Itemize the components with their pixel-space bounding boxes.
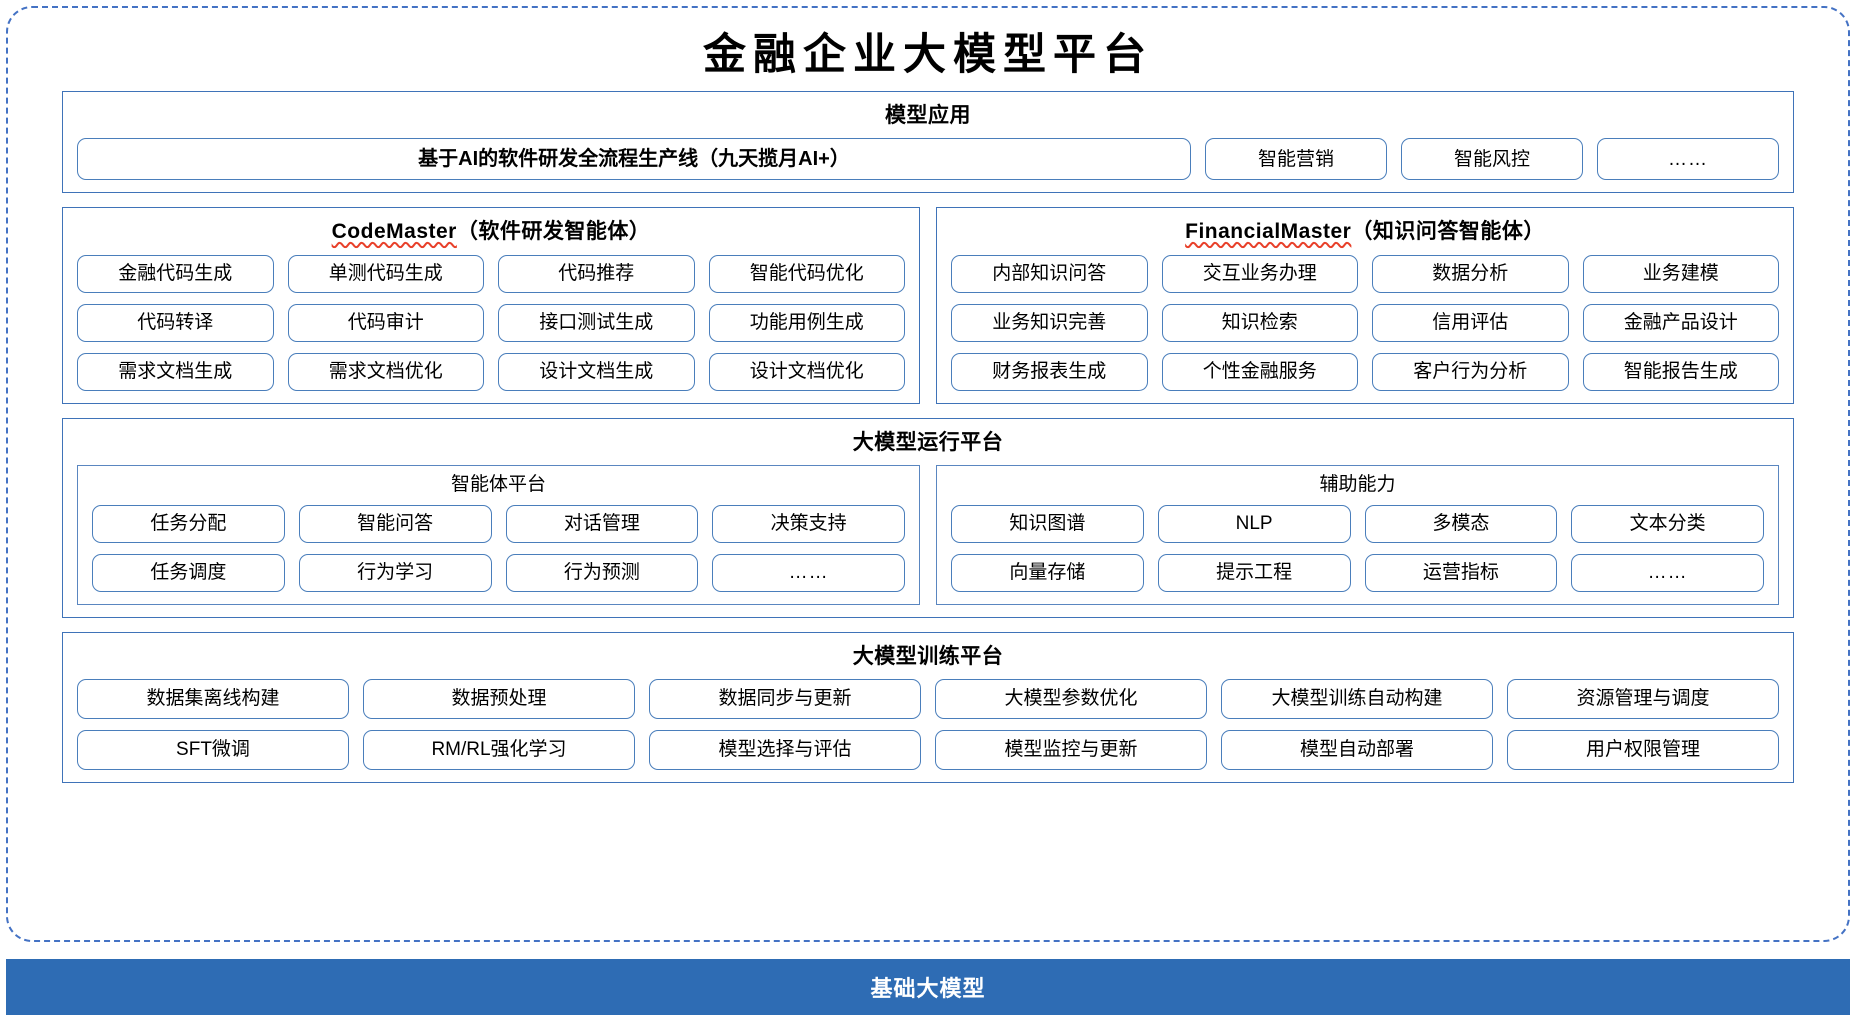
auxiliary-item[interactable]: 文本分类 <box>1571 504 1764 543</box>
app-chip-primary[interactable]: 基于AI的软件研发全流程生产线（九天揽月AI+） <box>77 138 1191 181</box>
app-chip-risk-control[interactable]: 智能风控 <box>1401 138 1583 181</box>
training-item[interactable]: 数据预处理 <box>363 678 635 719</box>
base-model-bar: 基础大模型 <box>6 959 1850 1015</box>
auxiliary-item[interactable]: 提示工程 <box>1157 553 1351 592</box>
section-code-master: CodeMaster（软件研发智能体） 金融代码生成 单测代码生成 代码推荐 智… <box>62 207 920 404</box>
code-master-item[interactable]: 设计文档优化 <box>708 352 905 391</box>
agent-platform-item[interactable]: 对话管理 <box>505 504 699 543</box>
code-master-item[interactable]: 代码转译 <box>77 303 274 342</box>
page-title: 金融企业大模型平台 <box>703 32 1153 79</box>
section-title-financial-master: FinancialMaster（知识问答智能体） <box>951 217 1779 254</box>
auxiliary-item[interactable]: 知识图谱 <box>951 504 1144 543</box>
financial-master-grid: 内部知识问答 交互业务办理 数据分析 业务建模 业务知识完善 知识检索 信用评估… <box>951 254 1779 391</box>
agent-platform-item[interactable]: 行为预测 <box>505 553 699 592</box>
training-item[interactable]: 用户权限管理 <box>1507 729 1779 770</box>
section-model-application: 模型应用 基于AI的软件研发全流程生产线（九天揽月AI+） 智能营销 智能风控 … <box>62 91 1794 194</box>
training-item[interactable]: 模型监控与更新 <box>935 729 1207 770</box>
agent-platform-item[interactable]: 任务调度 <box>92 553 285 592</box>
code-master-item[interactable]: 需求文档生成 <box>77 352 274 391</box>
training-item[interactable]: RM/RL强化学习 <box>363 729 635 770</box>
code-master-item[interactable]: 需求文档优化 <box>287 352 484 391</box>
financial-master-item[interactable]: 数据分析 <box>1372 254 1569 293</box>
agent-platform-item[interactable]: 决策支持 <box>712 504 905 543</box>
section-title-code-master: CodeMaster（软件研发智能体） <box>77 217 905 254</box>
auxiliary-item[interactable]: 多模态 <box>1364 504 1558 543</box>
code-master-item[interactable]: 代码审计 <box>287 303 484 342</box>
code-master-item[interactable]: 金融代码生成 <box>77 254 274 293</box>
training-platform-grid: 数据集离线构建 数据预处理 数据同步与更新 大模型参数优化 大模型训练自动构建 … <box>77 678 1779 770</box>
model-application-row: 基于AI的软件研发全流程生产线（九天揽月AI+） 智能营销 智能风控 …… <box>77 138 1779 181</box>
financial-master-item[interactable]: 业务建模 <box>1582 254 1779 293</box>
subsection-agent-platform: 智能体平台 任务分配 智能问答 对话管理 决策支持 任务调度 行为学习 行为预测… <box>77 464 920 605</box>
financial-master-item[interactable]: 客户行为分析 <box>1372 352 1569 391</box>
auxiliary-item[interactable]: 运营指标 <box>1364 553 1558 592</box>
training-item[interactable]: 大模型训练自动构建 <box>1221 678 1493 719</box>
financial-master-item[interactable]: 交互业务办理 <box>1161 254 1358 293</box>
financial-master-item[interactable]: 业务知识完善 <box>951 303 1148 342</box>
financial-master-item[interactable]: 金融产品设计 <box>1582 303 1779 342</box>
app-chip-marketing[interactable]: 智能营销 <box>1205 138 1387 181</box>
code-master-suffix: （软件研发智能体） <box>456 220 651 244</box>
code-master-item[interactable]: 设计文档生成 <box>498 352 695 391</box>
agent-platform-grid: 任务分配 智能问答 对话管理 决策支持 任务调度 行为学习 行为预测 …… <box>92 504 905 592</box>
code-master-grid: 金融代码生成 单测代码生成 代码推荐 智能代码优化 代码转译 代码审计 接口测试… <box>77 254 905 391</box>
financial-master-item[interactable]: 信用评估 <box>1372 303 1569 342</box>
auxiliary-item-more[interactable]: …… <box>1571 553 1764 592</box>
section-runtime-platform: 大模型运行平台 智能体平台 任务分配 智能问答 对话管理 决策支持 任务调度 行… <box>62 417 1794 618</box>
section-title-training-platform: 大模型训练平台 <box>852 644 1004 668</box>
auxiliary-item[interactable]: NLP <box>1157 504 1351 543</box>
section-title-model-application: 模型应用 <box>885 104 971 127</box>
training-item[interactable]: 数据同步与更新 <box>649 678 921 719</box>
code-master-item[interactable]: 功能用例生成 <box>708 303 905 342</box>
training-item[interactable]: 模型自动部署 <box>1221 729 1493 770</box>
code-master-name: CodeMaster <box>331 220 457 244</box>
financial-master-item[interactable]: 财务报表生成 <box>951 352 1148 391</box>
agent-columns: CodeMaster（软件研发智能体） 金融代码生成 单测代码生成 代码推荐 智… <box>62 207 1794 404</box>
app-chip-more[interactable]: …… <box>1597 138 1779 181</box>
agent-platform-item[interactable]: 智能问答 <box>298 504 492 543</box>
training-item[interactable]: 大模型参数优化 <box>935 678 1207 719</box>
code-master-item[interactable]: 单测代码生成 <box>287 254 484 293</box>
financial-master-item[interactable]: 知识检索 <box>1161 303 1358 342</box>
section-financial-master: FinancialMaster（知识问答智能体） 内部知识问答 交互业务办理 数… <box>936 207 1794 404</box>
agent-platform-item[interactable]: 任务分配 <box>92 504 285 543</box>
auxiliary-capability-grid: 知识图谱 NLP 多模态 文本分类 向量存储 提示工程 运营指标 …… <box>951 504 1764 592</box>
training-item[interactable]: 资源管理与调度 <box>1507 678 1779 719</box>
financial-master-item[interactable]: 内部知识问答 <box>951 254 1148 293</box>
section-title-runtime-platform: 大模型运行平台 <box>852 430 1004 454</box>
auxiliary-item[interactable]: 向量存储 <box>951 553 1144 592</box>
training-item[interactable]: SFT微调 <box>77 729 349 770</box>
section-training-platform: 大模型训练平台 数据集离线构建 数据预处理 数据同步与更新 大模型参数优化 大模… <box>62 631 1794 783</box>
training-item[interactable]: 模型选择与评估 <box>649 729 921 770</box>
subsection-title-auxiliary-capability: 辅助能力 <box>1319 473 1396 495</box>
training-item[interactable]: 数据集离线构建 <box>77 678 349 719</box>
financial-master-item[interactable]: 个性金融服务 <box>1161 352 1358 391</box>
agent-platform-item[interactable]: 行为学习 <box>298 553 492 592</box>
financial-master-item[interactable]: 智能报告生成 <box>1582 352 1779 391</box>
financial-master-name: FinancialMaster <box>1185 220 1352 244</box>
agent-platform-item-more[interactable]: …… <box>712 553 905 592</box>
code-master-item[interactable]: 代码推荐 <box>498 254 695 293</box>
subsection-auxiliary-capability: 辅助能力 知识图谱 NLP 多模态 文本分类 向量存储 提示工程 运营指标 …… <box>936 464 1779 605</box>
financial-master-suffix: （知识问答智能体） <box>1351 220 1545 244</box>
runtime-columns: 智能体平台 任务分配 智能问答 对话管理 决策支持 任务调度 行为学习 行为预测… <box>77 464 1779 605</box>
code-master-item[interactable]: 智能代码优化 <box>708 254 905 293</box>
platform-outer-frame: 金融企业大模型平台 模型应用 基于AI的软件研发全流程生产线（九天揽月AI+） … <box>6 6 1850 942</box>
subsection-title-agent-platform: 智能体平台 <box>450 473 546 495</box>
code-master-item[interactable]: 接口测试生成 <box>498 303 695 342</box>
